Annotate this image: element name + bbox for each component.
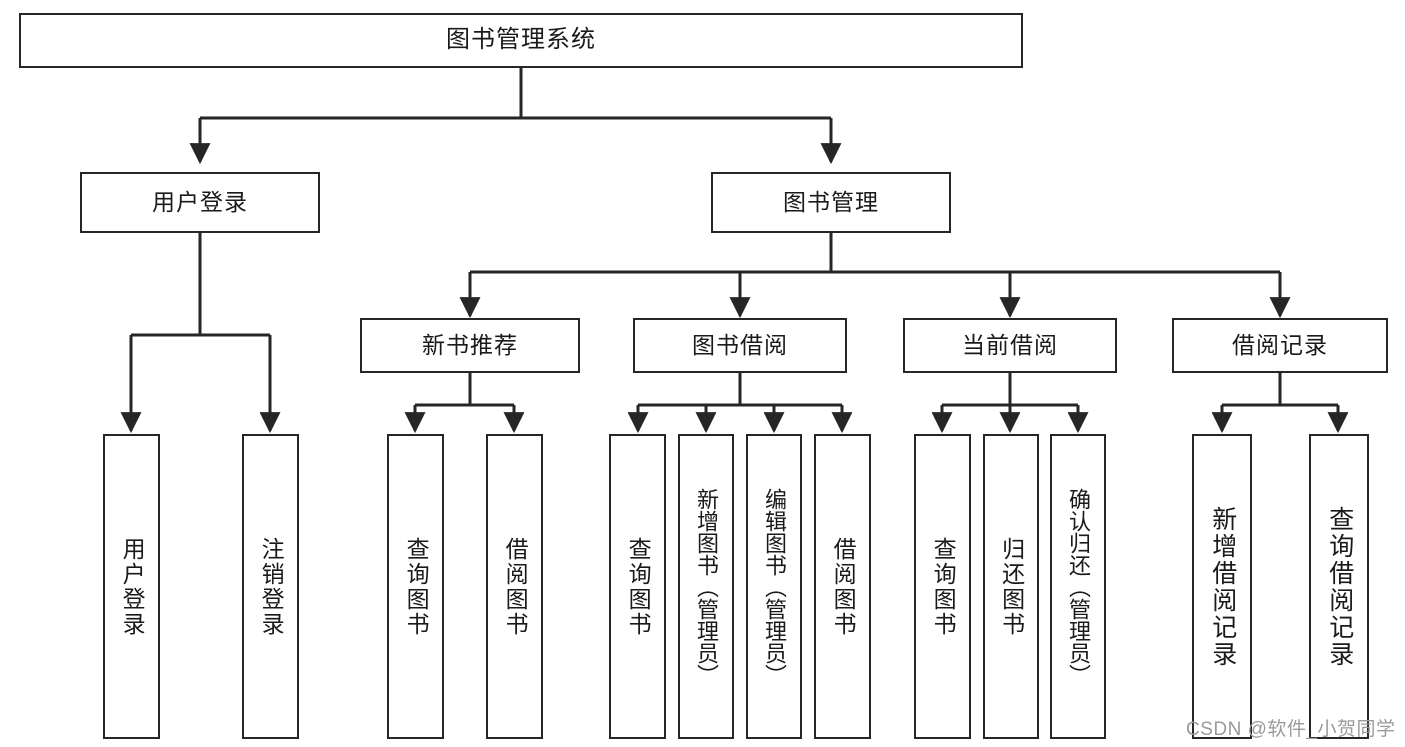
node-root-system[interactable]: 图书管理系统 — [19, 13, 1023, 68]
leaf-add-book-admin[interactable]: 新增图书（管理员） — [678, 434, 734, 739]
leaf-return-book[interactable]: 归还图书 — [983, 434, 1039, 739]
leaf-logout[interactable]: 注销登录 — [242, 434, 299, 739]
leaf-add-borrow-record[interactable]: 新增借阅记录 — [1192, 434, 1252, 739]
leaf-confirm-return-admin[interactable]: 确认归还（管理员） — [1050, 434, 1106, 739]
leaf-query-book-borrow[interactable]: 查询图书 — [609, 434, 666, 739]
node-new-book-recommend[interactable]: 新书推荐 — [360, 318, 580, 373]
node-borrow-record[interactable]: 借阅记录 — [1172, 318, 1388, 373]
leaf-query-book-recommend[interactable]: 查询图书 — [387, 434, 444, 739]
leaf-query-borrow-record[interactable]: 查询借阅记录 — [1309, 434, 1369, 739]
csdn-watermark: CSDN @软件_小贺同学 — [1186, 719, 1396, 740]
leaf-edit-book-admin[interactable]: 编辑图书（管理员） — [746, 434, 802, 739]
node-book-management[interactable]: 图书管理 — [711, 172, 951, 233]
leaf-query-book-current[interactable]: 查询图书 — [914, 434, 971, 739]
leaf-user-login[interactable]: 用户登录 — [103, 434, 160, 739]
leaf-borrow-book-recommend[interactable]: 借阅图书 — [486, 434, 543, 739]
node-book-borrow[interactable]: 图书借阅 — [633, 318, 847, 373]
leaf-borrow-book[interactable]: 借阅图书 — [814, 434, 871, 739]
node-user-login[interactable]: 用户登录 — [80, 172, 320, 233]
node-current-borrow[interactable]: 当前借阅 — [903, 318, 1117, 373]
